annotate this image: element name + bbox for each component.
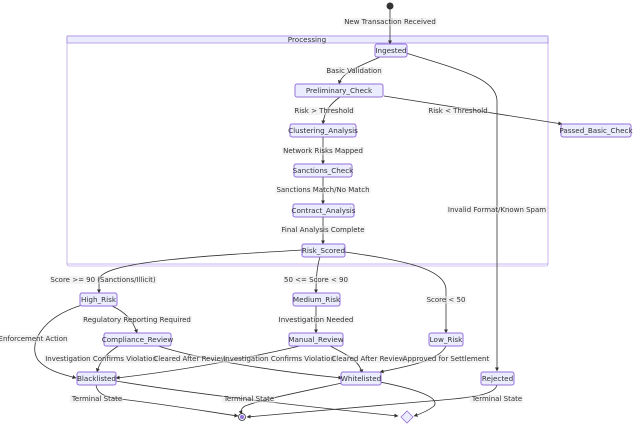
state-whitelisted[interactable]: Whitelisted bbox=[340, 371, 382, 386]
state-rejected[interactable]: Rejected bbox=[480, 371, 515, 386]
edge-label-background bbox=[401, 355, 491, 363]
label-cleared-review-1: Cleared After Review bbox=[153, 355, 226, 363]
edge-label-background bbox=[293, 107, 355, 115]
svg-text:Passed_Basic_Check: Passed_Basic_Check bbox=[559, 126, 633, 135]
label-risk-gt-threshold: Risk > Threshold bbox=[294, 107, 353, 115]
edge-label-background bbox=[343, 18, 437, 26]
label-approved-settlement: Approved for Settlement bbox=[403, 355, 490, 363]
label-risk-lt-threshold: Risk < Threshold bbox=[428, 107, 487, 115]
state-medium-risk[interactable]: Medium_Risk bbox=[292, 292, 341, 307]
label-final-analysis: Final Analysis Complete bbox=[281, 226, 364, 234]
edge-whitelisted-diamond bbox=[379, 381, 436, 417]
edge-label-background bbox=[325, 67, 383, 75]
state-manual-review[interactable]: Manual_Review bbox=[288, 332, 344, 347]
label-terminal-state-1: Terminal State bbox=[71, 395, 122, 403]
label-invalid-format: Invalid Format/Known Spam bbox=[448, 206, 546, 214]
edge-label-background bbox=[330, 355, 406, 363]
edge-label-background bbox=[446, 206, 548, 214]
edge-label-background bbox=[282, 147, 364, 155]
start-state-icon bbox=[386, 2, 394, 10]
svg-text:Ingested: Ingested bbox=[375, 46, 406, 55]
edge-label-background bbox=[427, 107, 489, 115]
edge-riskscored-low bbox=[344, 251, 448, 334]
svg-text:Blacklisted: Blacklisted bbox=[77, 374, 116, 383]
edge-label-background bbox=[0, 335, 69, 343]
edge-riskscored-medium bbox=[314, 256, 321, 294]
label-terminal-state-3: Terminal State bbox=[471, 395, 522, 403]
edge-ingested-rejected bbox=[405, 52, 499, 372]
label-confirms-violation-1: Investigation Confirms Violation bbox=[45, 355, 157, 363]
state-preliminary-check[interactable]: Preliminary_Check bbox=[294, 83, 384, 98]
edge-label-background bbox=[277, 316, 355, 324]
state-sanctions-check[interactable]: Sanctions_Check bbox=[293, 163, 355, 178]
end-state-icon bbox=[238, 413, 246, 421]
edge-label-background bbox=[283, 276, 349, 284]
label-new-transaction: New Transaction Received bbox=[344, 18, 436, 26]
edge-label-background bbox=[280, 226, 366, 234]
label-sanctions-match: Sanctions Match/No Match bbox=[276, 186, 369, 194]
state-clustering-analysis[interactable]: Clustering_Analysis bbox=[288, 123, 358, 138]
svg-text:Contract_Analysis: Contract_Analysis bbox=[291, 206, 355, 215]
state-low-risk[interactable]: Low_Risk bbox=[428, 332, 464, 347]
composite-title: Processing bbox=[288, 35, 326, 44]
edge-label-background bbox=[82, 316, 192, 324]
svg-text:High_Risk: High_Risk bbox=[81, 295, 117, 304]
state-risk-scored[interactable]: Risk_Scored bbox=[301, 243, 346, 258]
state-blacklisted[interactable]: Blacklisted bbox=[76, 371, 117, 386]
svg-text:Compliance_Review: Compliance_Review bbox=[102, 335, 174, 344]
edge-labels: New Transaction Received Basic Validatio… bbox=[0, 18, 548, 403]
svg-text:Manual_Review: Manual_Review bbox=[288, 335, 343, 344]
edge-compliance-whitelisted bbox=[154, 344, 343, 380]
edge-manual-blacklisted bbox=[115, 345, 301, 380]
edge-label-background bbox=[275, 186, 371, 194]
label-regulatory-reporting: Regulatory Reporting Required bbox=[83, 316, 191, 324]
state-high-risk[interactable]: High_Risk bbox=[79, 292, 118, 307]
state-passed-basic-check[interactable]: Passed_Basic_Check bbox=[559, 123, 633, 138]
label-confirms-violation-2: Investigation Confirms Violation bbox=[223, 355, 335, 363]
edge-whitelisted-end bbox=[238, 382, 343, 415]
edge-label-background bbox=[221, 395, 276, 403]
state-compliance-review[interactable]: Compliance_Review bbox=[102, 332, 174, 347]
label-enforcement-action: Enforcement Action bbox=[0, 335, 67, 343]
edge-label-background bbox=[69, 395, 124, 403]
label-network-risks: Network Risks Mapped bbox=[283, 147, 363, 155]
svg-text:Sanctions_Check: Sanctions_Check bbox=[293, 166, 355, 175]
edge-blacklisted-end bbox=[95, 383, 239, 418]
label-investigation-needed: Investigation Needed bbox=[279, 316, 354, 324]
svg-text:Preliminary_Check: Preliminary_Check bbox=[306, 86, 373, 95]
svg-text:Medium_Risk: Medium_Risk bbox=[293, 295, 341, 304]
label-cleared-review-2: Cleared After Review bbox=[331, 355, 404, 363]
label-score-low: Score < 50 bbox=[427, 296, 466, 304]
edge-high-blacklisted bbox=[34, 304, 83, 379]
state-contract-analysis[interactable]: Contract_Analysis bbox=[291, 203, 356, 218]
edge-rejected-end bbox=[246, 383, 498, 419]
label-terminal-state-2: Terminal State bbox=[223, 395, 274, 403]
edge-label-background bbox=[152, 355, 228, 363]
label-score-medium: 50 <= Score < 90 bbox=[284, 276, 348, 284]
svg-text:Low_Risk: Low_Risk bbox=[430, 335, 463, 344]
edge-label-background bbox=[44, 355, 158, 363]
label-basic-validation: Basic Validation bbox=[326, 67, 381, 75]
label-score-high: Score >= 90 (Sanctions/Illicit) bbox=[50, 276, 156, 284]
edge-label-background bbox=[425, 296, 467, 304]
edge-label-background bbox=[222, 355, 336, 363]
state-ingested[interactable]: Ingested bbox=[374, 43, 408, 58]
svg-text:Clustering_Analysis: Clustering_Analysis bbox=[288, 126, 358, 135]
choice-diamond-icon bbox=[400, 410, 414, 424]
edge-label-background bbox=[49, 276, 157, 284]
svg-text:Whitelisted: Whitelisted bbox=[341, 374, 381, 383]
svg-text:Risk_Scored: Risk_Scored bbox=[302, 246, 345, 255]
svg-text:Rejected: Rejected bbox=[482, 374, 513, 383]
edge-label-background bbox=[469, 395, 524, 403]
